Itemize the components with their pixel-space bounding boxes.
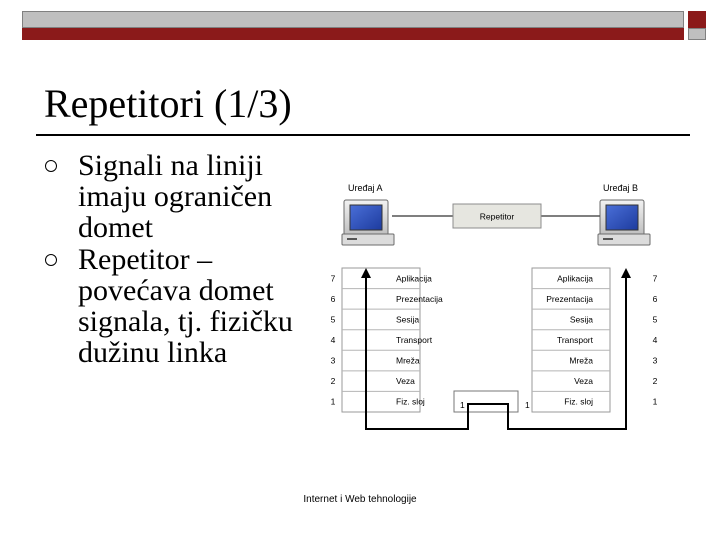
layer-number-right: 6 [653,294,658,304]
repeater-label: Repetitor [480,212,515,222]
layer-number-right: 4 [653,335,658,345]
repeater-layer-number: 1 [460,400,465,410]
layer-number-left: 7 [331,273,336,283]
repeater-layer-number: 1 [525,400,530,410]
device-b-label: Uređaj B [603,183,638,193]
repeater-osi-diagram: Uređaj A Uređaj B Repetitor 7 Aplikacija A… [331,183,658,430]
layer-number-right: 2 [653,376,658,386]
osi-stack-left [341,267,421,413]
top-red-bar [22,28,684,40]
layer-number-right: 3 [653,356,658,366]
repeater-physical-layer [453,390,519,413]
layer-name-right: Transport [557,335,594,345]
layer-number-left: 3 [331,356,336,366]
bullet-list: Signali na liniji imaju ograničen domet … [44,150,314,369]
layer-name-right: Mreža [569,356,593,366]
layer-name-right: Prezentacija [546,294,593,304]
bullet-item: Repetitor – povećava domet signala, tj. … [44,244,314,368]
layer-name-left: Fiz. sloj [396,397,425,407]
layer-name-left: Veza [396,376,415,386]
layer-number-left: 1 [331,397,336,407]
layer-number-right: 5 [653,314,658,324]
computer-icon [597,199,651,246]
computer-icon [341,199,395,246]
repeater-box [452,203,542,229]
layer-name-left: Prezentacija [396,294,443,304]
data-flow-path [365,276,627,430]
layer-number-left: 2 [331,376,336,386]
hollow-circle-bullet-icon [45,160,57,172]
title-divider [36,134,690,136]
layer-number-right: 7 [653,273,658,283]
layer-name-left: Mreža [396,356,420,366]
footer-text: Internet i Web tehnologije [303,494,417,505]
layer-name-left: Aplikacija [396,273,432,283]
layer-name-right: Sesija [570,314,593,324]
arrow-up-icon [621,268,631,278]
layer-name-right: Fiz. sloj [564,397,593,407]
bullet-text: Repetitor – povećava domet signala, tj. … [78,243,293,369]
layer-number-left: 5 [331,314,336,324]
layer-number-right: 1 [653,397,658,407]
bullet-text: Signali na liniji imaju ograničen domet [78,149,273,244]
layer-number-left: 4 [331,335,336,345]
layer-name-right: Veza [574,376,593,386]
corner-grey-square [688,28,706,40]
bullet-item: Signali na liniji imaju ograničen domet [44,150,314,243]
arrow-up-icon [361,268,371,278]
hollow-circle-bullet-icon [45,254,57,266]
device-a-label: Uređaj A [348,183,383,193]
slide-title: Repetitori (1/3) [44,81,292,126]
top-grey-bar [22,11,684,28]
layer-name-left: Transport [396,335,433,345]
osi-stack-right [531,267,611,413]
layer-name-right: Aplikacija [557,273,593,283]
layer-number-left: 6 [331,294,336,304]
corner-red-square [688,11,706,28]
layer-name-left: Sesija [396,314,419,324]
